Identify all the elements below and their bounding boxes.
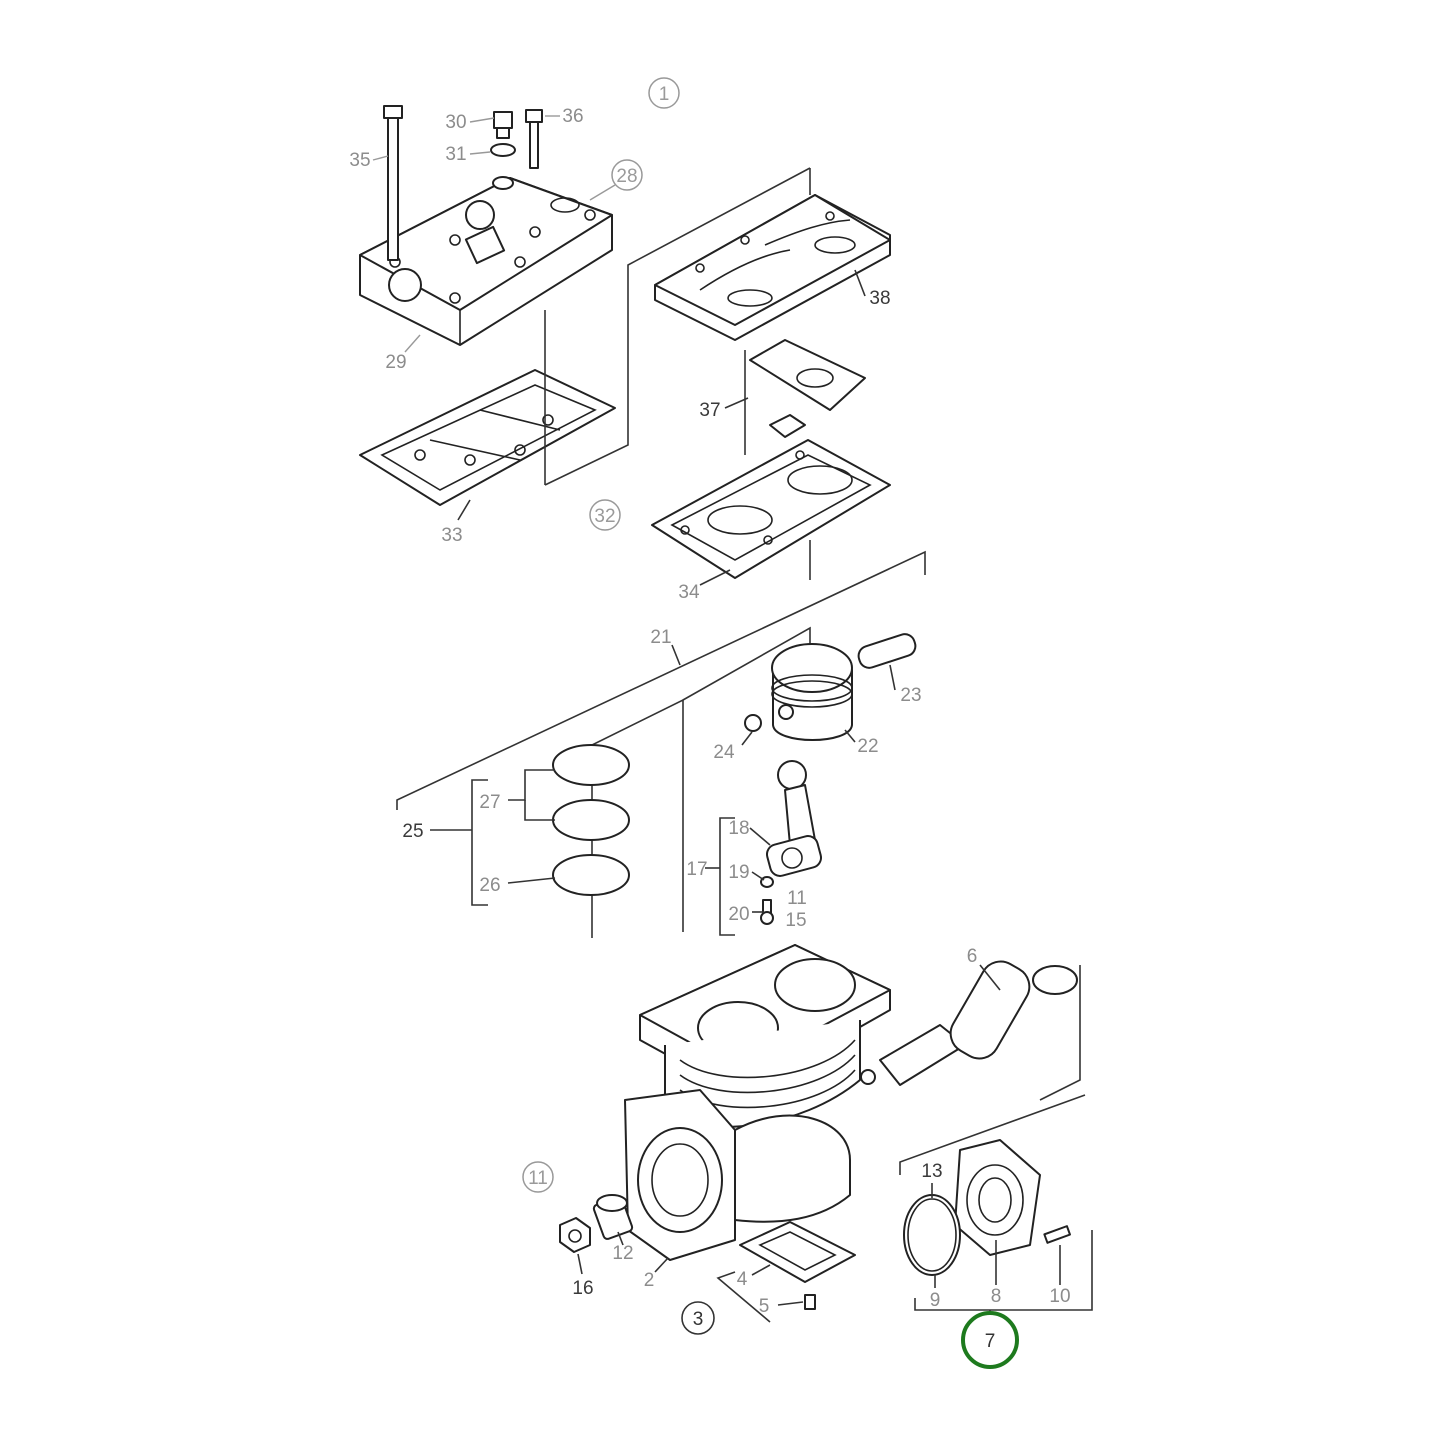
piston-pin-23 xyxy=(857,633,917,669)
label-30: 30 xyxy=(445,112,466,133)
svg-text:32: 32 xyxy=(594,506,615,527)
label-4: 4 xyxy=(737,1269,748,1290)
callout-28: 28 xyxy=(611,159,643,191)
label-22: 22 xyxy=(857,736,878,757)
label-38: 38 xyxy=(869,288,890,309)
label-18: 18 xyxy=(728,818,749,839)
shaft-6 xyxy=(860,960,1078,1086)
callout-1: 1 xyxy=(648,77,680,109)
end-cover-8 xyxy=(954,1139,1041,1256)
svg-text:11: 11 xyxy=(528,1168,548,1189)
o-ring-9 xyxy=(903,1194,961,1276)
label-12: 12 xyxy=(612,1243,633,1264)
label-36: 36 xyxy=(562,106,583,127)
label-25: 25 xyxy=(402,821,423,842)
piston-rings-25 xyxy=(552,744,630,896)
label-26: 26 xyxy=(479,875,500,896)
valve-plate-38 xyxy=(654,194,891,341)
bolt-20 xyxy=(760,899,774,925)
plug-30 xyxy=(493,111,513,139)
label-17: 17 xyxy=(686,859,707,880)
callout-11: 11 xyxy=(522,1161,554,1193)
gasket-34 xyxy=(651,439,891,579)
bolt-36 xyxy=(525,109,543,169)
label-5: 5 xyxy=(759,1296,770,1317)
svg-text:28: 28 xyxy=(616,166,637,187)
label-20: 20 xyxy=(728,904,749,925)
label-11-small: 11 xyxy=(787,888,807,909)
svg-text:1: 1 xyxy=(659,84,670,105)
screw-5 xyxy=(804,1294,816,1310)
label-23: 23 xyxy=(900,685,921,706)
label-35: 35 xyxy=(349,150,370,171)
callout-7-highlighted: 7 xyxy=(961,1311,1019,1369)
crankcase-2 xyxy=(624,944,891,1261)
callout-3: 3 xyxy=(681,1301,715,1335)
label-8: 8 xyxy=(991,1286,1002,1307)
label-21: 21 xyxy=(650,627,671,648)
label-16: 16 xyxy=(572,1278,593,1299)
bolt-35 xyxy=(383,105,403,261)
label-15: 15 xyxy=(785,910,806,931)
label-29: 29 xyxy=(385,352,406,373)
gasket-33 xyxy=(359,369,616,506)
label-19: 19 xyxy=(728,862,749,883)
label-31: 31 xyxy=(445,144,466,165)
svg-text:3: 3 xyxy=(693,1309,704,1330)
label-2: 2 xyxy=(644,1270,655,1291)
seal-ring-31 xyxy=(490,143,516,190)
piston-22 xyxy=(771,643,853,741)
cover-plate-4 xyxy=(739,1221,856,1283)
nut-16 xyxy=(559,1217,591,1253)
cylinder-head-29 xyxy=(359,177,613,346)
label-27: 27 xyxy=(479,792,500,813)
label-13: 13 xyxy=(921,1161,942,1182)
svg-text:7: 7 xyxy=(985,1331,996,1352)
reed-valve-37 xyxy=(749,339,866,438)
bolt-10 xyxy=(1043,1225,1071,1244)
bushing-12 xyxy=(592,1194,634,1240)
label-6: 6 xyxy=(967,946,978,967)
label-37: 37 xyxy=(699,400,720,421)
label-24: 24 xyxy=(713,742,735,763)
label-33: 33 xyxy=(441,525,462,546)
callout-32: 32 xyxy=(589,499,621,531)
label-34: 34 xyxy=(678,582,700,603)
connecting-rod-18 xyxy=(765,760,823,877)
label-9: 9 xyxy=(930,1290,941,1311)
circlip-24 xyxy=(744,714,762,732)
label-10: 10 xyxy=(1049,1286,1070,1307)
